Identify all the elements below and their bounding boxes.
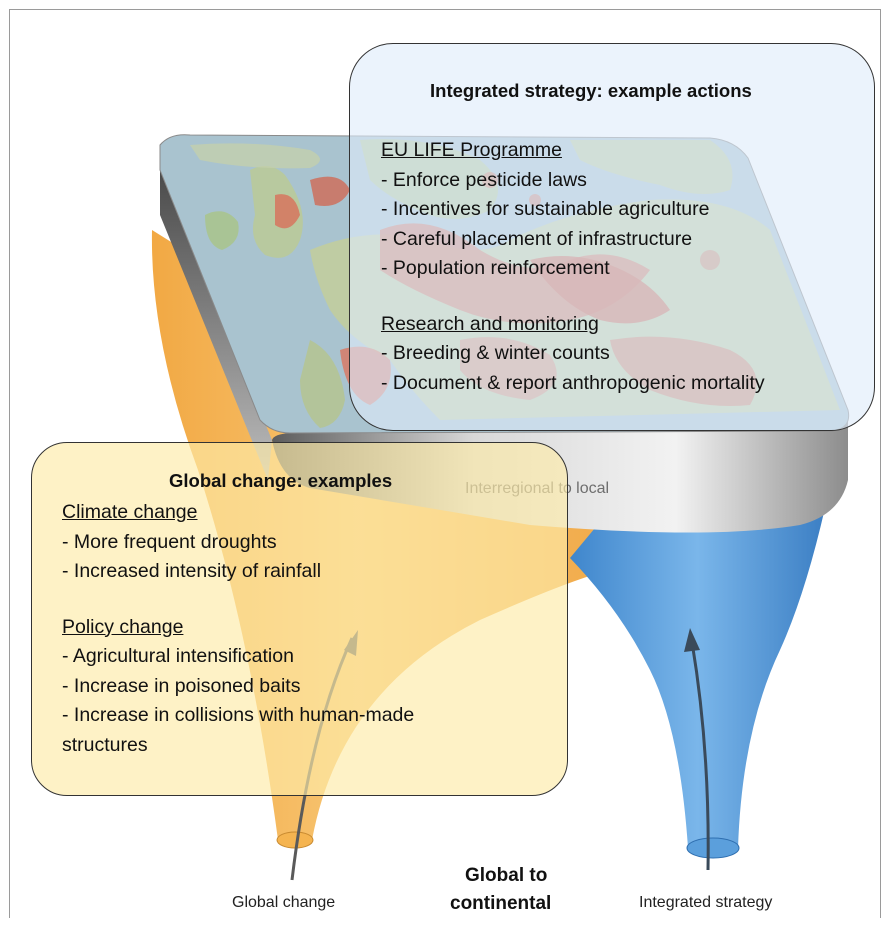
list-item: - Careful placement of infrastructure	[381, 227, 693, 250]
slab-left-side	[160, 170, 272, 480]
integrated-strategy-box: Integrated strategy: example actions EU …	[349, 43, 875, 431]
global-change-label: Global change	[232, 894, 336, 911]
continental-label: continental	[450, 893, 552, 914]
list-item: - Agricultural intensification	[62, 645, 294, 667]
section-heading: Climate change	[62, 501, 198, 523]
global-change-title: Global change: examples	[169, 470, 393, 491]
integrated-strategy-label: Integrated strategy	[639, 894, 773, 911]
list-item: structures	[62, 733, 148, 756]
list-item: - Increased intensity of rainfall	[62, 560, 322, 582]
list-item: - Breeding & winter counts	[381, 342, 610, 364]
list-item: - Increase in poisoned baits	[62, 674, 301, 697]
orange-funnel-rim	[276, 831, 314, 849]
integrated-strategy-content: EU LIFE Programme - Enforce pesticide la…	[381, 136, 765, 398]
global-to-label: Global to	[465, 865, 548, 886]
list-item: - Document & report anthropogenic mortal…	[381, 371, 765, 394]
list-item: - Enforce pesticide laws	[381, 168, 587, 191]
list-item: - Increase in collisions with human-made	[62, 704, 415, 726]
figure-frame: Interregional to local Integrated strate…	[9, 9, 881, 918]
list-item: - More frequent droughts	[62, 530, 277, 553]
list-item: - Incentives for sustainable agriculture	[381, 198, 710, 220]
section-heading: Research and monitoring	[381, 312, 599, 335]
section-heading: Policy change	[62, 615, 184, 638]
integrated-strategy-title: Integrated strategy: example actions	[430, 80, 752, 101]
section-heading: EU LIFE Programme	[381, 139, 562, 161]
global-change-box: Global change: examples Climate change -…	[31, 442, 568, 796]
integrated-strategy-arrow	[690, 641, 710, 871]
list-item: - Population reinforcement	[381, 257, 610, 279]
global-change-content: Climate change - More frequent droughts …	[62, 498, 414, 760]
blue-funnel-rim	[686, 837, 740, 859]
